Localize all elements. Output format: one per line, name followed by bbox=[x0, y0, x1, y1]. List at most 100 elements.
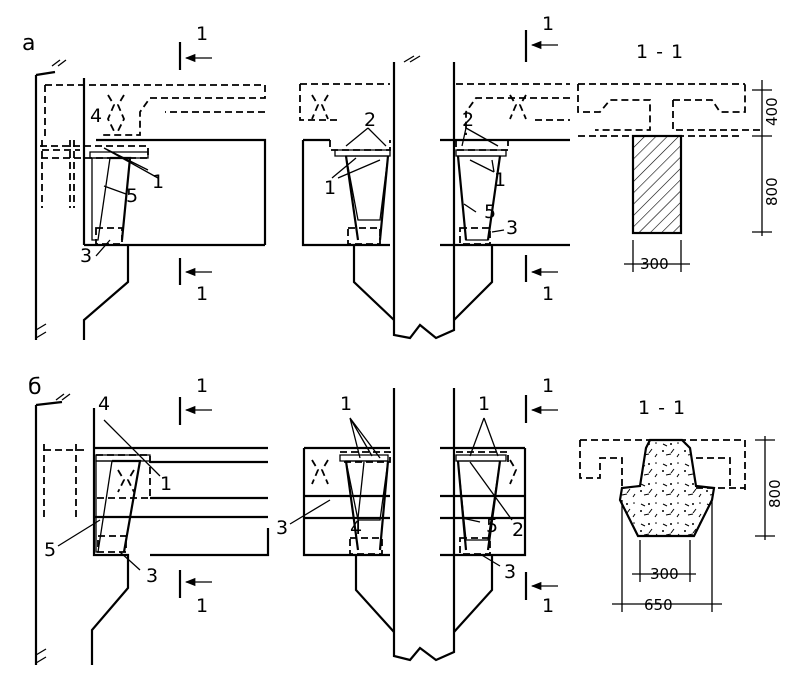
leader bbox=[349, 417, 381, 459]
leader bbox=[461, 127, 499, 147]
row-a-middle-detail: 1 1 2 2 1 1 5 3 bbox=[299, 13, 570, 340]
break-mark bbox=[51, 59, 67, 67]
weld-plates bbox=[334, 149, 507, 157]
section-slab bbox=[577, 83, 760, 137]
leader bbox=[461, 517, 481, 523]
crossbar-section bbox=[618, 438, 716, 538]
leader bbox=[119, 551, 141, 571]
callout-2: 2 bbox=[364, 109, 376, 131]
cut-mark-label: 1 bbox=[542, 283, 554, 305]
callout-2: 2 bbox=[512, 519, 524, 541]
cut-mark-label: 1 bbox=[196, 375, 208, 397]
console-key bbox=[112, 459, 142, 553]
leader bbox=[469, 417, 499, 457]
row-letter-b: б bbox=[28, 375, 42, 400]
column-corbels bbox=[354, 555, 494, 633]
crossbar-outline bbox=[94, 446, 270, 557]
interior-column bbox=[392, 388, 456, 662]
row-b-middle-detail: 1 1 1 1 3 4 5 2 3 bbox=[276, 375, 558, 662]
interior-column bbox=[392, 62, 456, 340]
leader bbox=[357, 461, 365, 519]
row-b: б 1 1 4 1 5 3 bbox=[28, 375, 784, 665]
break-mark bbox=[403, 55, 421, 63]
dim-line-inner bbox=[632, 540, 696, 582]
callout-5: 5 bbox=[486, 515, 498, 537]
section-label: 1 - 1 bbox=[638, 397, 686, 419]
slab-void bbox=[117, 469, 135, 493]
cut-mark-label: 1 bbox=[196, 283, 208, 305]
slab-void bbox=[311, 459, 518, 485]
callout-1: 1 bbox=[160, 473, 172, 495]
edge-column bbox=[34, 400, 63, 665]
crossbar-outline bbox=[82, 138, 267, 340]
corbel-anchor bbox=[349, 537, 491, 555]
cut-mark-label: 1 bbox=[542, 595, 554, 617]
leader bbox=[289, 499, 331, 525]
callout-5: 5 bbox=[484, 201, 496, 223]
row-b-left-detail: 1 1 4 1 5 3 bbox=[34, 375, 270, 665]
corbel-anchor bbox=[95, 227, 123, 245]
callout-1: 1 bbox=[478, 393, 490, 415]
leader bbox=[57, 519, 101, 547]
callout-3: 3 bbox=[80, 245, 92, 267]
grout-fill bbox=[91, 157, 111, 241]
cut-mark-label: 1 bbox=[542, 13, 554, 35]
grout-fill bbox=[95, 460, 113, 553]
leader bbox=[103, 419, 161, 477]
break-mark bbox=[35, 323, 47, 339]
weld-plates bbox=[95, 454, 151, 462]
callout-3: 3 bbox=[504, 561, 516, 583]
console-key bbox=[344, 460, 502, 551]
leader bbox=[345, 127, 387, 147]
dim-top-depth: 400 bbox=[763, 97, 781, 126]
row-letter-a: а bbox=[22, 31, 35, 56]
dim-line-horizontal bbox=[624, 240, 690, 272]
column-ties bbox=[41, 140, 80, 208]
edge-column bbox=[34, 70, 56, 340]
dim-depth: 800 bbox=[766, 479, 784, 508]
leader bbox=[479, 553, 501, 567]
console-key bbox=[344, 155, 502, 241]
cut-mark-label: 1 bbox=[196, 595, 208, 617]
cut-mark-label: 1 bbox=[196, 23, 208, 45]
leader bbox=[469, 159, 495, 173]
dim-line-outer bbox=[612, 500, 722, 612]
dim-outer-width: 650 bbox=[644, 596, 673, 614]
column-ties bbox=[43, 444, 84, 520]
leader bbox=[469, 461, 513, 521]
row-a-left-detail: 1 1 4 1 5 3 bbox=[34, 23, 267, 340]
callout-5: 5 bbox=[126, 185, 138, 207]
callout-4: 4 bbox=[350, 517, 362, 539]
row-b-section: 1 - 1 800 300 650 bbox=[579, 397, 784, 614]
callout-1: 1 bbox=[324, 177, 336, 199]
dim-bottom-depth: 800 bbox=[763, 177, 781, 206]
bearing-plate bbox=[329, 140, 509, 151]
console-key bbox=[110, 156, 132, 241]
callout-3: 3 bbox=[146, 565, 158, 587]
weld-plates bbox=[339, 454, 507, 462]
callout-3: 3 bbox=[506, 217, 518, 239]
leader bbox=[463, 203, 477, 213]
callout-5: 5 bbox=[44, 539, 56, 561]
callout-2: 2 bbox=[462, 109, 474, 131]
corbel-anchor bbox=[97, 535, 127, 553]
floor-slab bbox=[299, 83, 570, 135]
break-mark bbox=[35, 648, 47, 664]
dim-width: 300 bbox=[640, 255, 669, 273]
slab-void bbox=[311, 94, 527, 120]
dim-line-vertical bbox=[752, 80, 772, 236]
row-a-section: 1 - 1 400 800 300 bbox=[577, 41, 781, 273]
callout-4: 4 bbox=[98, 393, 110, 415]
leader bbox=[95, 239, 111, 257]
leader bbox=[103, 147, 159, 179]
leader bbox=[103, 185, 127, 195]
column-face bbox=[90, 408, 130, 665]
floor-slab bbox=[44, 84, 266, 140]
bearing-plate bbox=[340, 451, 509, 463]
crossbar-outline bbox=[302, 446, 527, 557]
break-mark bbox=[55, 393, 71, 401]
callout-3: 3 bbox=[276, 517, 288, 539]
dim-line-vertical bbox=[755, 436, 775, 540]
leader bbox=[491, 229, 505, 233]
row-a: а 1 1 4 1 5 3 bbox=[22, 13, 781, 340]
